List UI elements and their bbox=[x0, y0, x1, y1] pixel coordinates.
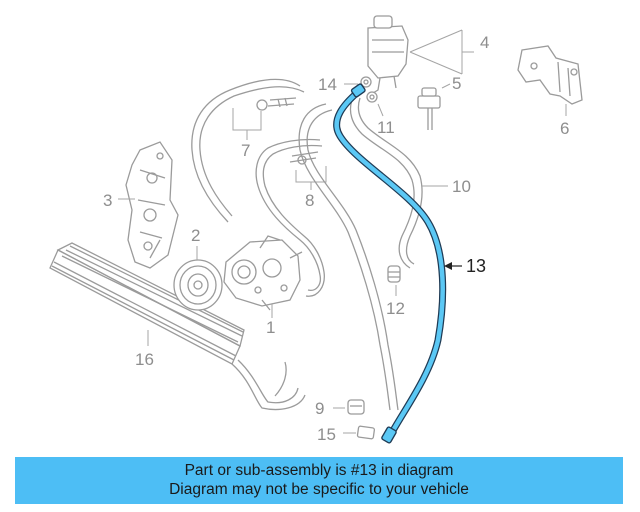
part-16-cooler[interactable] bbox=[49, 242, 306, 411]
part-6-bracket[interactable] bbox=[517, 45, 583, 105]
callout-3: 3 bbox=[103, 191, 112, 210]
supply-hose[interactable] bbox=[298, 103, 399, 411]
part-13-pressure-hose[interactable] bbox=[333, 83, 447, 444]
callout-15: 15 bbox=[317, 425, 336, 444]
callout-12: 12 bbox=[386, 299, 405, 318]
part-8-hose[interactable] bbox=[255, 138, 325, 297]
callout-16: 16 bbox=[135, 350, 154, 369]
part-2-pulley[interactable] bbox=[173, 259, 223, 311]
part-11-clamp[interactable] bbox=[366, 91, 378, 103]
callout-6: 6 bbox=[560, 119, 569, 138]
info-banner: Part or sub-assembly is #13 in diagram D… bbox=[15, 457, 623, 504]
part-9-mount[interactable] bbox=[347, 399, 365, 415]
parts-diagram: 1 2 3 4 5 6 7 8 9 10 11 12 13 14 15 16 bbox=[49, 15, 583, 444]
part-4-reservoir[interactable] bbox=[367, 15, 409, 97]
part-7-hose[interactable] bbox=[191, 78, 305, 223]
callout-2: 2 bbox=[191, 226, 200, 245]
callout-14: 14 bbox=[318, 75, 337, 94]
part-5-cap[interactable] bbox=[417, 87, 441, 130]
part-15-fitting[interactable] bbox=[356, 425, 376, 440]
callout-7: 7 bbox=[241, 141, 250, 160]
callout-1: 1 bbox=[266, 318, 275, 337]
part-10-hose[interactable] bbox=[349, 97, 423, 269]
callout-13: 13 bbox=[466, 256, 486, 276]
callout-13-arrow bbox=[444, 262, 462, 270]
callout-4: 4 bbox=[480, 33, 489, 52]
part-1-pump[interactable] bbox=[223, 235, 303, 311]
callout-10: 10 bbox=[452, 177, 471, 196]
callout-8: 8 bbox=[305, 191, 314, 210]
callout-9: 9 bbox=[315, 399, 324, 418]
banner-line-1: Part or sub-assembly is #13 in diagram bbox=[184, 462, 454, 479]
callout-11: 11 bbox=[377, 118, 395, 137]
part-3-bracket[interactable] bbox=[125, 141, 179, 269]
part-14-fitting[interactable] bbox=[360, 76, 372, 88]
banner-line-2: Diagram may not be specific to your vehi… bbox=[169, 481, 469, 498]
callout-5: 5 bbox=[452, 74, 461, 93]
part-12-grommet[interactable] bbox=[387, 265, 401, 283]
